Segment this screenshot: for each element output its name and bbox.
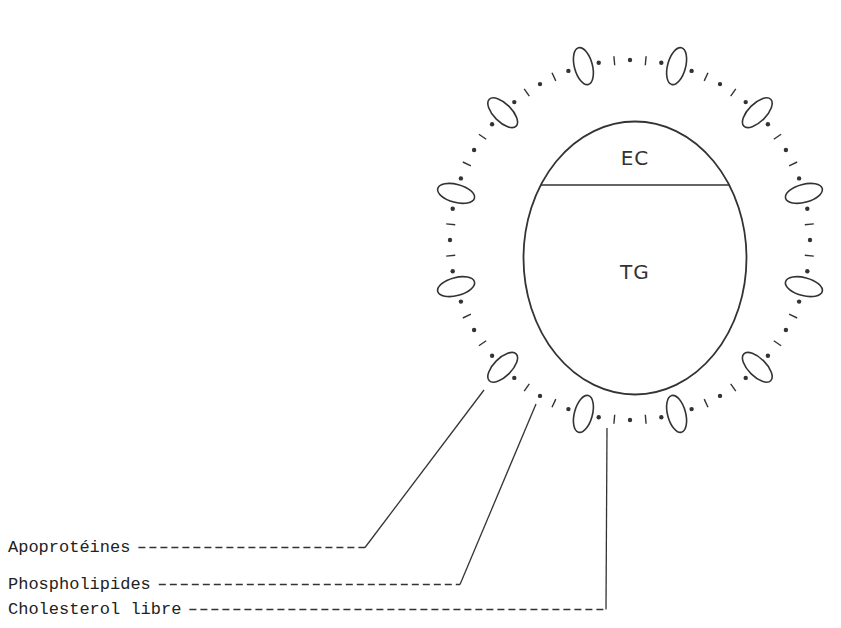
phospholipid-tick — [552, 73, 556, 81]
cholesterol-dot — [718, 394, 722, 398]
phospholipid-tick — [774, 134, 781, 139]
cholesterol-dot — [805, 269, 809, 273]
cholesterol-dot — [805, 207, 809, 211]
cholesterol-dot — [459, 176, 463, 180]
cholesterol-dot — [490, 354, 494, 358]
leader-line — [365, 390, 484, 548]
phospholipid-tick — [731, 384, 736, 391]
cholesterol-dot — [490, 122, 494, 126]
leader-dashes — [189, 609, 606, 610]
cholesterol-dot — [512, 100, 516, 104]
cholesterol-dot — [744, 376, 748, 380]
triglyceride-label: TG — [620, 260, 650, 284]
phospholipid-tick — [463, 314, 471, 318]
apoprotein-ellipse — [663, 393, 690, 434]
cholesterol-dot — [538, 394, 542, 398]
apoprotein-ellipse — [483, 348, 523, 388]
apoprotein-ellipse — [570, 393, 597, 434]
phospholipid-label: Phospholipides — [8, 575, 151, 594]
cholesterol-dot — [566, 69, 570, 73]
apoprotein-ellipse — [783, 273, 824, 300]
apoprotein-ellipse — [783, 180, 824, 207]
apoprotein-ellipse — [483, 93, 523, 133]
cholesterol-dot — [659, 415, 663, 419]
apoprotein-ellipse — [570, 45, 597, 86]
cholesterol-dot — [512, 376, 516, 380]
cholesterol-dot — [784, 328, 788, 332]
phospholipid-tick — [524, 89, 529, 96]
cholesterol-dot — [451, 207, 455, 211]
cholesterol-dot — [472, 328, 476, 332]
phospholipid-tick — [613, 415, 615, 424]
cholesterol-dot — [628, 58, 632, 62]
cholesterol-dot — [448, 238, 452, 242]
apoprotein-ellipse — [738, 93, 778, 133]
apoprotein-ellipse — [435, 273, 476, 300]
phospholipid-tick — [463, 162, 471, 166]
phospholipid-tick — [479, 341, 486, 346]
cholesterol-dot — [766, 122, 770, 126]
phospholipid-tick — [704, 73, 708, 81]
apoprotein-label: Apoprotéines — [8, 538, 130, 557]
phospholipid-tick — [645, 415, 647, 424]
cholesterol-dot — [766, 354, 770, 358]
cholesterol-dot — [472, 148, 476, 152]
core-ellipse — [524, 122, 747, 395]
leader-dashes — [138, 547, 365, 548]
ester-cholesterol-label: EC — [621, 146, 650, 170]
cholesterol-dot — [689, 407, 693, 411]
cholesterol-dot — [744, 100, 748, 104]
cholesterol-dot — [659, 61, 663, 65]
leader-line — [460, 404, 536, 585]
cholesterol-dot — [459, 299, 463, 303]
cholesterol-dot — [797, 176, 801, 180]
phospholipid-tick — [805, 223, 814, 225]
cholesterol-dot — [689, 69, 693, 73]
phospholipid-tick — [789, 162, 797, 166]
leader-line — [606, 428, 607, 610]
apoprotein-ellipse — [738, 348, 778, 388]
cholesterol-dot — [784, 148, 788, 152]
leader-dashes — [159, 584, 460, 585]
cholesterol-dot — [628, 418, 632, 422]
lipid-core: EC TG — [522, 120, 748, 396]
phospholipid-tick — [479, 134, 486, 139]
apoprotein-ellipse — [435, 180, 476, 207]
cholesterol-dot — [597, 415, 601, 419]
phospholipid-tick — [704, 399, 708, 407]
cholesterol-dot — [718, 82, 722, 86]
cholesterol-dot — [566, 407, 570, 411]
phospholipid-tick — [552, 399, 556, 407]
cholesterol-label: Cholesterol libre — [8, 600, 181, 619]
phospholipid-tick — [524, 384, 529, 391]
phospholipid-tick — [789, 314, 797, 318]
cholesterol-dot — [808, 238, 812, 242]
cholesterol-dot — [597, 61, 601, 65]
apoprotein-ellipse — [663, 45, 690, 86]
phospholipid-tick — [774, 341, 781, 346]
phospholipid-tick — [446, 255, 455, 257]
cholesterol-dot — [538, 82, 542, 86]
phospholipid-tick — [805, 255, 814, 257]
core-divider — [541, 184, 729, 186]
phospholipid-tick — [731, 89, 736, 96]
phospholipid-tick — [446, 223, 455, 225]
cholesterol-dot — [797, 299, 801, 303]
cholesterol-dot — [451, 269, 455, 273]
phospholipid-tick — [613, 56, 615, 65]
phospholipid-tick — [645, 56, 647, 65]
